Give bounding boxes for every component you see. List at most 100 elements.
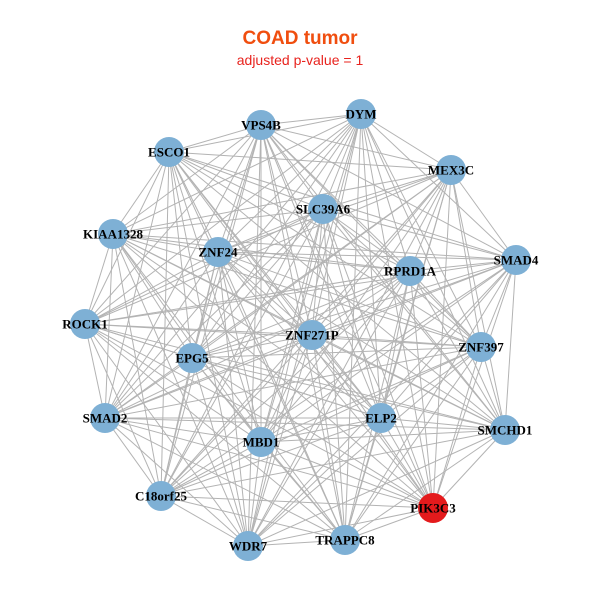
edge-dym-trappc8: [344, 113, 362, 541]
edge-epg5-smad2: [104, 357, 193, 419]
edge-smad4-znf271p: [311, 259, 517, 336]
edge-kiaa1328-smad2: [104, 233, 114, 419]
node-label: PIK3C3: [410, 501, 456, 516]
node-circle[interactable]: [501, 245, 531, 275]
edge-rprd1a-epg5: [191, 270, 411, 359]
node-circle[interactable]: [154, 137, 184, 167]
node-circle[interactable]: [366, 403, 396, 433]
node-circle[interactable]: [490, 415, 520, 445]
edge-smad4-epg5: [191, 259, 517, 359]
edge-znf24-mbd1: [217, 251, 262, 443]
edge-znf397-elp2: [380, 346, 482, 419]
edge-slc39a6-znf271p: [311, 208, 324, 336]
node-mex3c[interactable]: MEX3C: [428, 155, 474, 185]
edge-rprd1a-mbd1: [260, 270, 411, 443]
node-dym[interactable]: DYM: [345, 99, 377, 129]
node-circle[interactable]: [146, 481, 176, 511]
edge-c18orf25-pik3c3: [160, 495, 434, 509]
node-circle[interactable]: [203, 237, 233, 267]
node-label: KIAA1328: [83, 227, 143, 242]
node-label: MBD1: [243, 435, 280, 450]
edge-esco1-smchd1: [168, 151, 506, 431]
edge-rock1-pik3c3: [84, 323, 434, 509]
edge-epg5-smchd1: [191, 357, 506, 431]
node-circle[interactable]: [466, 332, 496, 362]
edge-esco1-znf397: [168, 151, 482, 348]
edge-rprd1a-znf397: [409, 270, 482, 348]
node-smad4[interactable]: SMAD4: [494, 245, 539, 275]
node-circle[interactable]: [395, 256, 425, 286]
edge-mex3c-smad4: [450, 169, 517, 261]
edge-mex3c-rock1: [84, 169, 452, 325]
node-smchd1[interactable]: SMCHD1: [478, 415, 533, 445]
node-kiaa1328[interactable]: KIAA1328: [83, 219, 143, 249]
node-znf397[interactable]: ZNF397: [458, 332, 504, 362]
node-circle[interactable]: [98, 219, 128, 249]
edge-znf397-wdr7: [247, 346, 482, 547]
node-vps4b[interactable]: VPS4B: [241, 110, 281, 140]
node-esco1[interactable]: ESCO1: [148, 137, 190, 167]
edge-kiaa1328-trappc8: [112, 233, 346, 541]
node-label: SLC39A6: [296, 202, 351, 217]
edge-smad2-smchd1: [104, 417, 506, 431]
edge-mex3c-trappc8: [344, 169, 452, 541]
edge-elp2-c18orf25: [160, 417, 382, 497]
node-circle[interactable]: [70, 309, 100, 339]
edge-znf397-pik3c3: [432, 346, 482, 509]
edge-elp2-wdr7: [247, 417, 382, 547]
node-circle[interactable]: [246, 427, 276, 457]
edge-esco1-smad2: [104, 151, 170, 419]
node-circle[interactable]: [297, 320, 327, 350]
edge-rock1-mbd1: [84, 323, 262, 443]
node-circle[interactable]: [90, 403, 120, 433]
node-label: SMAD4: [494, 253, 539, 268]
node-pik3c3[interactable]: PIK3C3: [410, 493, 456, 523]
node-circle[interactable]: [233, 531, 263, 561]
edge-smad4-c18orf25: [160, 259, 517, 497]
edge-dym-c18orf25: [160, 113, 362, 497]
edge-mex3c-wdr7: [247, 169, 452, 547]
node-trappc8[interactable]: TRAPPC8: [315, 525, 375, 555]
edge-kiaa1328-smad4: [112, 233, 517, 261]
edge-smchd1-pik3c3: [432, 429, 506, 509]
edge-pik3c3-trappc8: [344, 507, 434, 541]
edge-rprd1a-wdr7: [247, 270, 411, 547]
edge-dym-znf24: [217, 113, 362, 253]
edge-kiaa1328-rprd1a: [112, 233, 411, 272]
edge-mex3c-slc39a6: [322, 169, 452, 210]
edge-znf24-rprd1a: [217, 251, 411, 272]
node-circle[interactable]: [436, 155, 466, 185]
node-circle[interactable]: [346, 99, 376, 129]
node-mbd1[interactable]: MBD1: [243, 427, 280, 457]
edge-elp2-mbd1: [260, 417, 382, 443]
node-elp2[interactable]: ELP2: [365, 403, 397, 433]
node-c18orf25[interactable]: C18orf25: [135, 481, 187, 511]
edge-dym-znf271p: [311, 113, 362, 336]
edge-epg5-pik3c3: [191, 357, 434, 509]
edge-slc39a6-wdr7: [247, 208, 324, 547]
node-epg5[interactable]: EPG5: [175, 343, 209, 373]
node-znf24[interactable]: ZNF24: [199, 237, 239, 267]
node-smad2[interactable]: SMAD2: [83, 403, 128, 433]
node-rprd1a[interactable]: RPRD1A: [384, 256, 437, 286]
edge-znf271p-trappc8: [311, 334, 346, 541]
edge-mex3c-kiaa1328: [112, 169, 452, 235]
node-circle[interactable]: [308, 194, 338, 224]
node-circle[interactable]: [418, 493, 448, 523]
node-circle[interactable]: [246, 110, 276, 140]
node-rock1[interactable]: ROCK1: [62, 309, 108, 339]
node-circle[interactable]: [177, 343, 207, 373]
node-circle[interactable]: [330, 525, 360, 555]
node-znf271p[interactable]: ZNF271P: [285, 320, 339, 350]
edge-dym-smad2: [104, 113, 362, 419]
node-wdr7[interactable]: WDR7: [229, 531, 268, 561]
edge-kiaa1328-mbd1: [112, 233, 262, 443]
edge-slc39a6-smad2: [104, 208, 324, 419]
edge-slc39a6-smad4: [322, 208, 517, 261]
edge-smad4-trappc8: [344, 259, 517, 541]
edge-smad4-wdr7: [247, 259, 517, 547]
node-label: WDR7: [229, 539, 268, 554]
node-slc39a6[interactable]: SLC39A6: [296, 194, 351, 224]
